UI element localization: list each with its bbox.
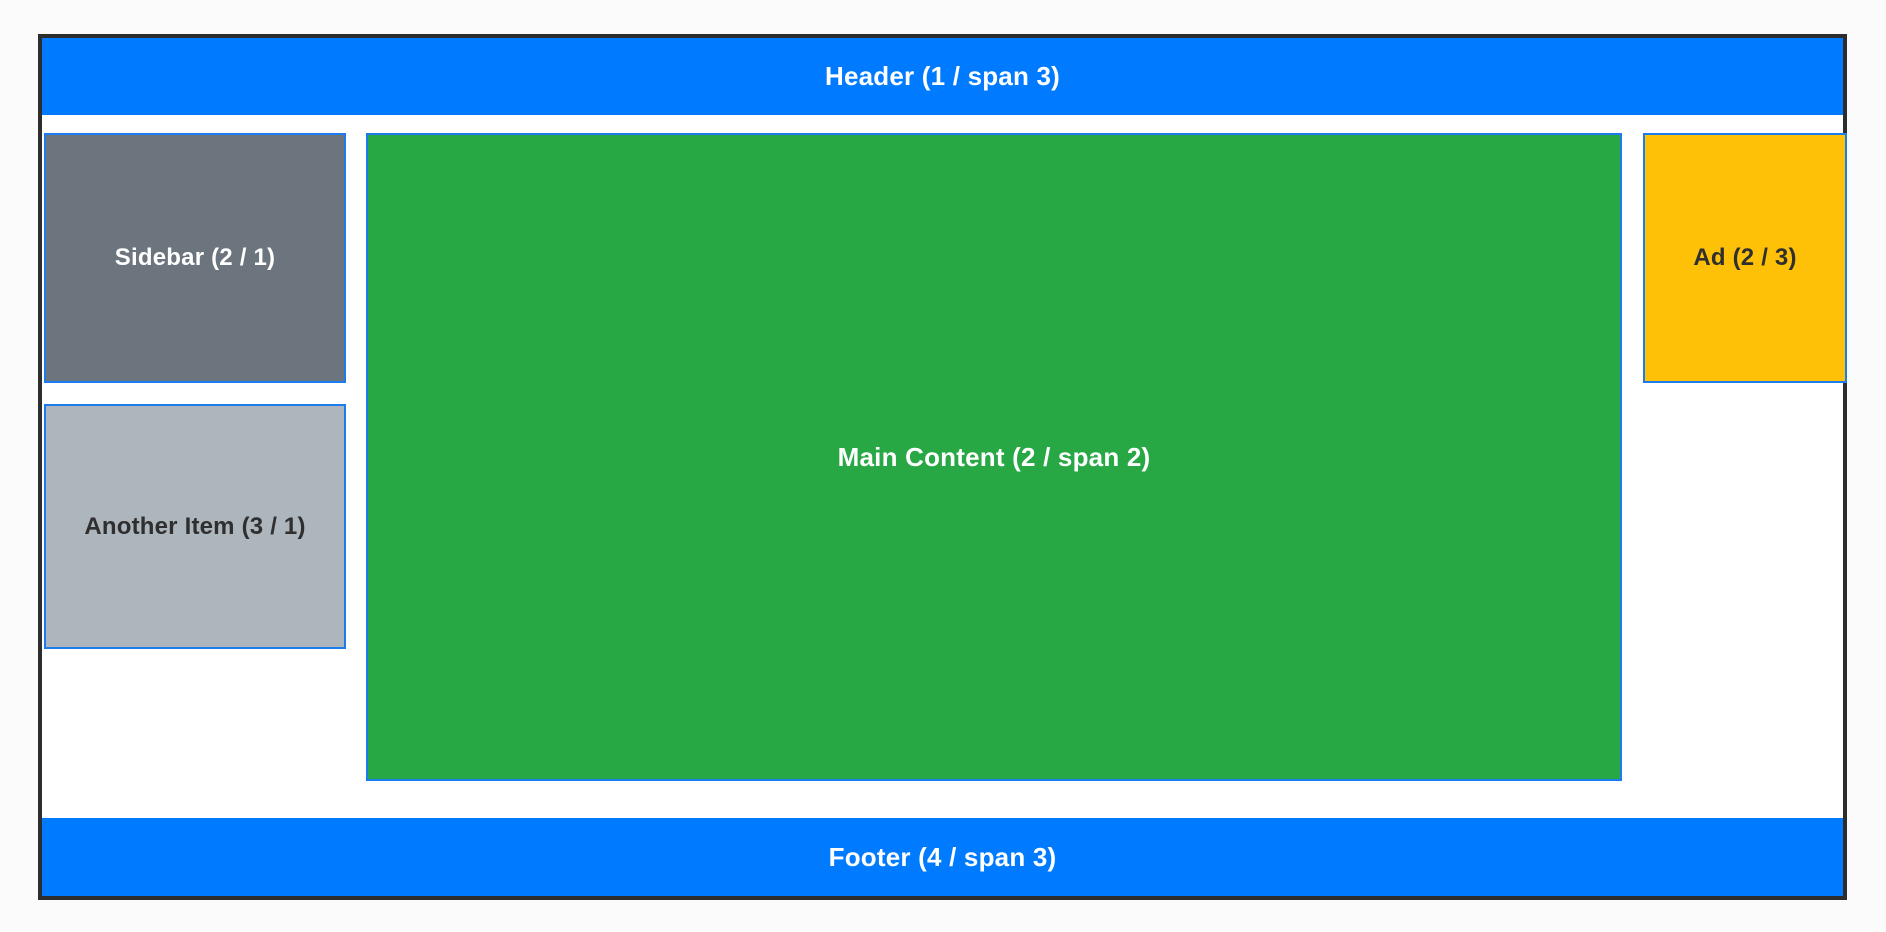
grid-area-footer-label: Footer (4 / span 3) <box>828 841 1057 872</box>
grid-area-header-label: Header (1 / span 3) <box>825 61 1060 92</box>
grid-area-main-content[interactable]: Main Content (2 / span 2) <box>366 133 1622 781</box>
grid-area-sidebar[interactable]: Sidebar (2 / 1) <box>44 133 346 383</box>
grid-area-ad[interactable]: Ad (2 / 3) <box>1643 133 1847 383</box>
grid-container: Header (1 / span 3) Sidebar (2 / 1) Main… <box>42 38 1847 896</box>
grid-area-header[interactable]: Header (1 / span 3) <box>42 38 1843 115</box>
grid-demo-frame: Header (1 / span 3) Sidebar (2 / 1) Main… <box>38 34 1847 900</box>
grid-area-main-content-label: Main Content (2 / span 2) <box>837 441 1151 472</box>
grid-area-another-item-label: Another Item (3 / 1) <box>84 512 306 540</box>
grid-area-footer[interactable]: Footer (4 / span 3) <box>42 818 1843 896</box>
grid-area-another-item[interactable]: Another Item (3 / 1) <box>44 404 346 649</box>
grid-area-ad-label: Ad (2 / 3) <box>1693 244 1797 272</box>
grid-area-sidebar-label: Sidebar (2 / 1) <box>114 244 276 272</box>
